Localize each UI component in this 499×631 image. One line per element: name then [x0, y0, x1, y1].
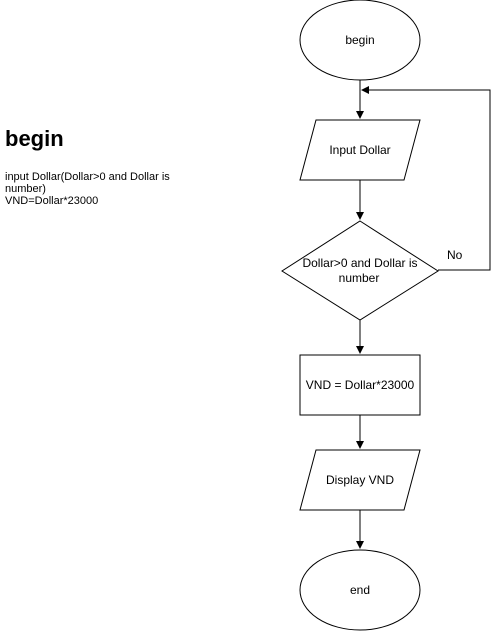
pseudocode-line-input: input Dollar(Dollar>0 and Dollar is numb… — [5, 171, 170, 195]
decision-node: Dollar>0 and Dollar is number — [281, 220, 439, 321]
arrow-no-loop — [361, 86, 491, 271]
no-label: No — [447, 248, 463, 262]
process-node: VND = Dollar*23000 — [299, 354, 421, 416]
start-node-label: begin — [345, 33, 374, 47]
output-node: Display VND — [299, 449, 421, 511]
end-node: end — [299, 549, 421, 631]
pseudocode-title: begin — [5, 126, 64, 151]
output-node-label: Display VND — [326, 473, 394, 487]
pseudocode-body: input Dollar(Dollar>0 and Dollar is numb… — [5, 171, 205, 207]
start-node: begin — [299, 0, 421, 81]
pseudocode-line-compute: VND=Dollar*23000 — [5, 195, 99, 207]
input-node: Input Dollar — [299, 119, 421, 181]
input-node-label: Input Dollar — [329, 143, 390, 157]
process-node-label: VND = Dollar*23000 — [306, 378, 415, 392]
decision-node-label-line1: Dollar>0 and Dollar is — [302, 256, 417, 270]
decision-node-label-line2: number — [339, 271, 380, 285]
end-node-label: end — [350, 583, 370, 597]
